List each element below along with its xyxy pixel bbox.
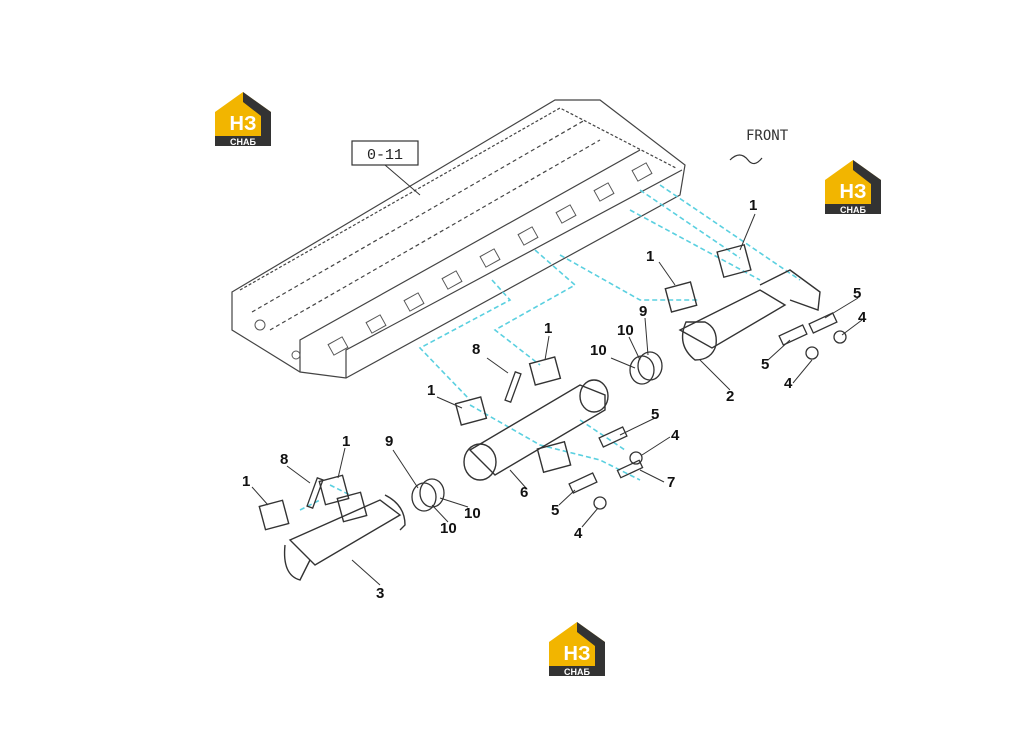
assembly-guide-lines bbox=[299, 184, 801, 511]
callout-5: 5 bbox=[761, 356, 769, 373]
callout-1: 1 bbox=[427, 382, 435, 399]
watermark-glyph: НЗ bbox=[840, 181, 867, 203]
watermark-text: СНАБ bbox=[564, 667, 590, 677]
callout-9: 9 bbox=[639, 303, 647, 320]
callout-1: 1 bbox=[544, 320, 552, 337]
callout-5: 5 bbox=[853, 285, 861, 302]
leader-lines bbox=[251, 213, 863, 586]
callout-10: 10 bbox=[590, 342, 607, 359]
watermark-text: СНАБ bbox=[840, 205, 866, 215]
callout-6: 6 bbox=[520, 484, 528, 501]
watermark-glyph: НЗ bbox=[230, 113, 257, 135]
callout-1: 1 bbox=[646, 248, 654, 265]
callout-9: 9 bbox=[385, 433, 393, 450]
callout-8: 8 bbox=[472, 341, 480, 358]
watermark-text: СНАБ bbox=[230, 137, 256, 147]
watermark-logo-bottom: НЗ СНАБ bbox=[549, 622, 605, 677]
callout-10: 10 bbox=[464, 505, 481, 522]
fasteners bbox=[306, 312, 847, 510]
callout-3: 3 bbox=[376, 585, 384, 602]
callout-4: 4 bbox=[671, 427, 680, 444]
callout-1: 1 bbox=[242, 473, 250, 490]
callout-4: 4 bbox=[574, 525, 583, 542]
callout-8: 8 bbox=[280, 451, 288, 468]
callout-7: 7 bbox=[667, 474, 675, 491]
seal-rings bbox=[411, 351, 663, 512]
callout-4: 4 bbox=[784, 375, 793, 392]
callout-labels: 1 1 1 1 1 1 2 3 4 4 4 4 5 5 5 5 6 7 8 8 … bbox=[242, 197, 867, 602]
manifold-front-section bbox=[664, 243, 821, 361]
reference-box: 0-11 bbox=[351, 140, 421, 196]
callout-10: 10 bbox=[617, 322, 634, 339]
watermark-logo-right: НЗ СНАБ bbox=[825, 160, 881, 215]
callout-10: 10 bbox=[440, 520, 457, 537]
manifold-center-section bbox=[454, 356, 609, 481]
callout-4: 4 bbox=[858, 309, 867, 326]
reference-box-label: 0-11 bbox=[367, 147, 403, 164]
front-indicator: FRONT bbox=[729, 128, 789, 165]
callout-5: 5 bbox=[651, 406, 659, 423]
callout-2: 2 bbox=[726, 388, 734, 405]
front-label: FRONT bbox=[746, 128, 789, 144]
callout-1: 1 bbox=[749, 197, 757, 214]
cylinder-head bbox=[231, 99, 686, 379]
watermark-logo-top-left: НЗ СНАБ bbox=[215, 92, 271, 147]
callout-1: 1 bbox=[342, 433, 350, 450]
callout-5: 5 bbox=[551, 502, 559, 519]
watermark-glyph: НЗ bbox=[564, 643, 591, 665]
manifold-rear-section bbox=[258, 474, 406, 581]
